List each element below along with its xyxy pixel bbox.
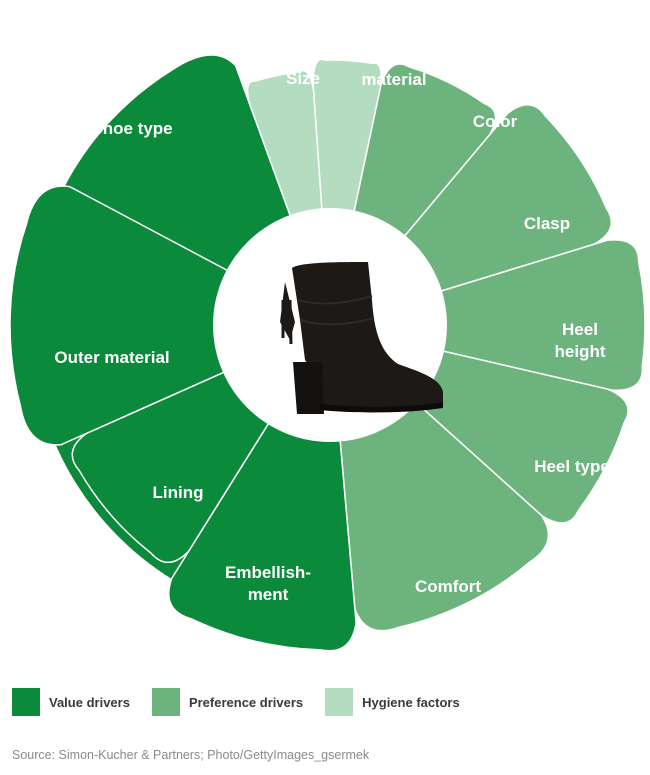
legend-item-value-drivers: Value drivers [12, 688, 130, 716]
legend-swatch-preference [151, 688, 180, 716]
legend-item-preference-drivers: Preference drivers [151, 688, 304, 716]
legend-swatch-value [12, 688, 40, 716]
legend-swatch-hygiene [325, 688, 354, 716]
petal-label: Size [286, 69, 320, 88]
legend-label: Preference drivers [188, 694, 304, 710]
legend-item-hygiene-factors: Hygiene factors [325, 688, 460, 716]
legend-label: Value drivers [49, 694, 130, 710]
petal-label: Shoe type [91, 119, 172, 138]
legend-label: Hygiene factors [362, 694, 460, 710]
source-caption: Source: Simon-Kucher & Partners; Photo/G… [12, 748, 370, 762]
petal-label: Color [473, 112, 518, 131]
petal-label: Comfort [415, 577, 481, 596]
petal-label: Heel type [534, 457, 610, 476]
petal-label: Embellish-ment [225, 563, 311, 604]
petal-value-driver [9, 185, 332, 446]
petal-label: Lining [153, 483, 204, 502]
boot-photo [280, 262, 443, 414]
petal-label: Clasp [524, 214, 570, 233]
petal-label: Outer material [54, 348, 169, 367]
legend: Value drivers Preference drivers Hygiene… [12, 688, 482, 716]
petal-preference-driver [327, 239, 646, 391]
